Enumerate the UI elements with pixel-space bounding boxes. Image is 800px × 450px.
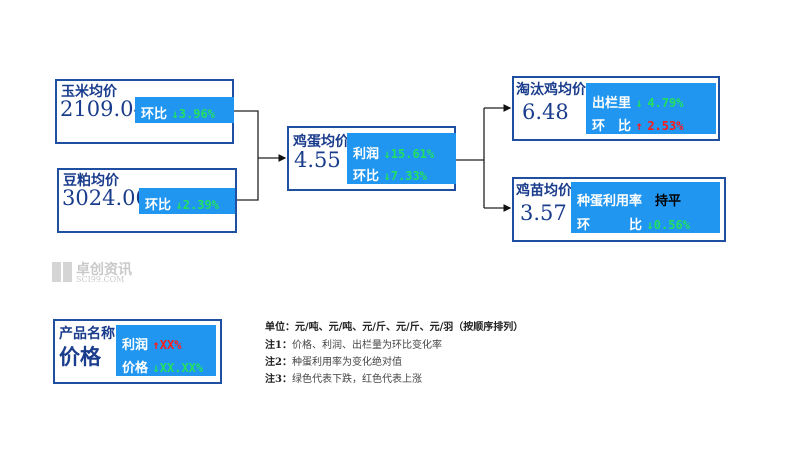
row-label: 环比 bbox=[353, 169, 380, 184]
node-price: 3.57 bbox=[520, 201, 567, 225]
row-label: 环 比 bbox=[592, 119, 632, 134]
row-label: 利润 bbox=[122, 338, 149, 353]
node-title: 鸡苗均价 bbox=[516, 183, 572, 199]
row-label: 出栏里 bbox=[592, 96, 632, 111]
node-title: 豆粕均价 bbox=[63, 173, 119, 189]
corn-node: 玉米均价 2109.04 环比 ↓3.96% bbox=[55, 79, 234, 144]
arrow-down-icon: ↓ bbox=[152, 361, 160, 375]
row-value: 持平 bbox=[655, 194, 682, 209]
arrow-down-icon: ↓ bbox=[383, 147, 391, 161]
row-label: 利润 bbox=[353, 147, 380, 162]
node-title: 玉米均价 bbox=[61, 84, 117, 100]
row-label: 价格 bbox=[122, 361, 149, 376]
note-2: 注2：种蛋利用率为变化绝对值 bbox=[265, 357, 402, 368]
node-title: 鸡蛋均价 bbox=[293, 134, 349, 150]
row-value: 3.96% bbox=[178, 107, 215, 121]
row-value: 4.79% bbox=[647, 96, 684, 110]
row-label: 环比 bbox=[145, 198, 172, 213]
cull-hen-node: 淘汰鸡均价 6.48 出栏里 ↓ 4.79% 环 比 ↑ 2.53% bbox=[512, 76, 720, 141]
row-value: XX% bbox=[159, 338, 182, 352]
row-value: 2.39% bbox=[182, 198, 219, 212]
change-panel: 种蛋利用率 持平 环 比 ↓0.56% bbox=[571, 182, 720, 233]
row-value: 2.53% bbox=[647, 119, 684, 133]
node-title: 淘汰鸡均价 bbox=[516, 82, 586, 98]
logo-icon bbox=[52, 262, 72, 282]
note-unit: 单位：元/吨、元/吨、元/斤、元/斤、元/羽（按顺序排列） bbox=[265, 322, 524, 333]
arrow-down-icon: ↓ bbox=[175, 198, 183, 212]
node-price: 4.55 bbox=[294, 148, 341, 172]
watermark-site: SCI99.COM bbox=[76, 275, 125, 284]
connector-corn-soy bbox=[233, 110, 259, 201]
node-price: 6.48 bbox=[522, 100, 569, 124]
note-3: 注3：绿色代表下跌，红色代表上涨 bbox=[265, 374, 422, 385]
node-price: 3024.00 bbox=[62, 186, 149, 210]
arrow-down-icon: ↓ bbox=[383, 169, 391, 183]
row-label: 环比 bbox=[141, 107, 168, 122]
row-label: 种蛋利用率 bbox=[577, 194, 643, 209]
arrow-down-icon: ↓ bbox=[171, 107, 179, 121]
change-panel: 环比 ↓3.96% bbox=[135, 97, 234, 123]
soymeal-node: 豆粕均价 3024.00 环比 ↓2.39% bbox=[57, 168, 237, 233]
egg-node: 鸡蛋均价 4.55 利润 ↓15.61% 环比 ↓7.33% bbox=[287, 126, 456, 191]
change-panel: 利润 ↓15.61% 环比 ↓7.33% bbox=[347, 133, 456, 184]
arrow-down-icon: ↓ bbox=[635, 96, 643, 110]
note-1: 注1：价格、利润、出栏量为环比变化率 bbox=[265, 340, 442, 351]
node-price: 2109.04 bbox=[60, 97, 147, 121]
legend-title: 产品名称 bbox=[59, 326, 115, 342]
row-value: 7.33% bbox=[390, 169, 427, 183]
row-value: 0.56% bbox=[653, 218, 690, 232]
change-panel: 出栏里 ↓ 4.79% 环 比 ↑ 2.53% bbox=[586, 83, 716, 134]
chick-node: 鸡苗均价 3.57 种蛋利用率 持平 环 比 ↓0.56% bbox=[512, 177, 726, 242]
change-panel: 环比 ↓2.39% bbox=[139, 188, 235, 214]
legend-panel: 利润 ↑XX% 价格 ↓XX.XX% bbox=[116, 325, 216, 376]
arrow-up-icon: ↑ bbox=[152, 338, 160, 352]
watermark-name: 卓创资讯 bbox=[76, 262, 132, 278]
legend-node: 产品名称 价格 利润 ↑XX% 价格 ↓XX.XX% bbox=[53, 319, 222, 384]
row-label: 环 比 bbox=[577, 218, 643, 233]
arrow-down-icon: ↓ bbox=[646, 218, 654, 232]
arrow-up-icon: ↑ bbox=[635, 119, 643, 133]
legend-price: 价格 bbox=[59, 345, 101, 369]
row-value: 15.61% bbox=[390, 147, 435, 161]
row-value: XX.XX% bbox=[159, 361, 204, 375]
